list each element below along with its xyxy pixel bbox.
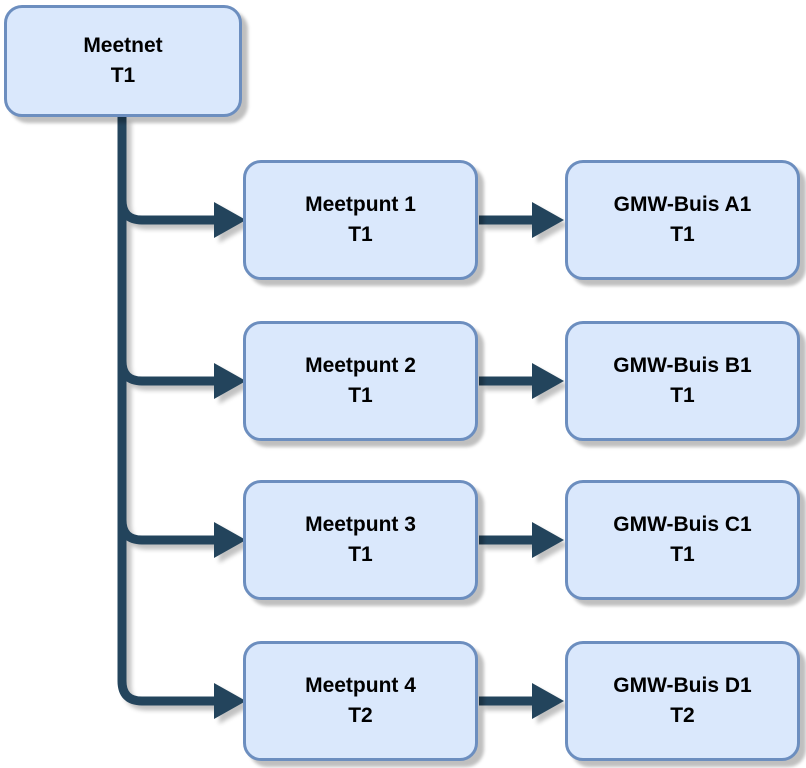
node-meetpunt-2: Meetpunt 2 T1 <box>243 321 478 441</box>
node-tier: T1 <box>670 384 695 407</box>
node-gmw-buis-b1: GMW-Buis B1 T1 <box>565 321 800 441</box>
arrowhead-meetpunt-2 <box>214 363 246 399</box>
node-label: GMW-Buis D1 <box>613 674 752 697</box>
node-gmw-buis-d1: GMW-Buis D1 T2 <box>565 641 800 761</box>
arrowhead-meetpunt-4 <box>214 683 246 719</box>
node-tier: T1 <box>348 223 373 246</box>
node-label: GMW-Buis A1 <box>613 193 752 216</box>
node-label: Meetpunt 2 <box>305 354 416 377</box>
arrowhead-meetpunt-1 <box>214 202 246 238</box>
node-tier: T1 <box>670 223 695 246</box>
node-tier: T1 <box>110 64 136 87</box>
arrowhead-gmw-b1 <box>532 363 564 399</box>
node-tier: T1 <box>670 543 695 566</box>
node-tier: T2 <box>670 704 695 727</box>
arrowhead-gmw-a1 <box>532 202 564 238</box>
node-meetpunt-4: Meetpunt 4 T2 <box>243 641 478 761</box>
connector-meetnet-to-meetpunt-4 <box>117 117 215 706</box>
arrowhead-meetpunt-3 <box>214 522 246 558</box>
arrowhead-gmw-c1 <box>532 522 564 558</box>
node-label: GMW-Buis C1 <box>613 513 752 536</box>
node-tier: T1 <box>348 543 373 566</box>
node-label: Meetpunt 4 <box>305 674 416 697</box>
node-gmw-buis-a1: GMW-Buis A1 T1 <box>565 160 800 280</box>
connector-meetnet-to-meetpunt-3 <box>117 117 215 545</box>
connector-meetnet-to-meetpunt-1 <box>117 117 215 225</box>
node-tier: T1 <box>348 384 373 407</box>
node-meetpunt-3: Meetpunt 3 T1 <box>243 480 478 600</box>
node-label: Meetpunt 1 <box>305 193 416 216</box>
node-label: Meetpunt 3 <box>305 513 416 536</box>
node-tier: T2 <box>348 704 373 727</box>
arrowhead-gmw-d1 <box>532 683 564 719</box>
connector-meetnet-to-meetpunt-2 <box>117 117 215 386</box>
node-meetpunt-1: Meetpunt 1 T1 <box>243 160 478 280</box>
node-meetnet: Meetnet T1 <box>4 5 242 117</box>
node-label: Meetnet <box>83 34 163 57</box>
node-label: GMW-Buis B1 <box>613 354 752 377</box>
node-gmw-buis-c1: GMW-Buis C1 T1 <box>565 480 800 600</box>
